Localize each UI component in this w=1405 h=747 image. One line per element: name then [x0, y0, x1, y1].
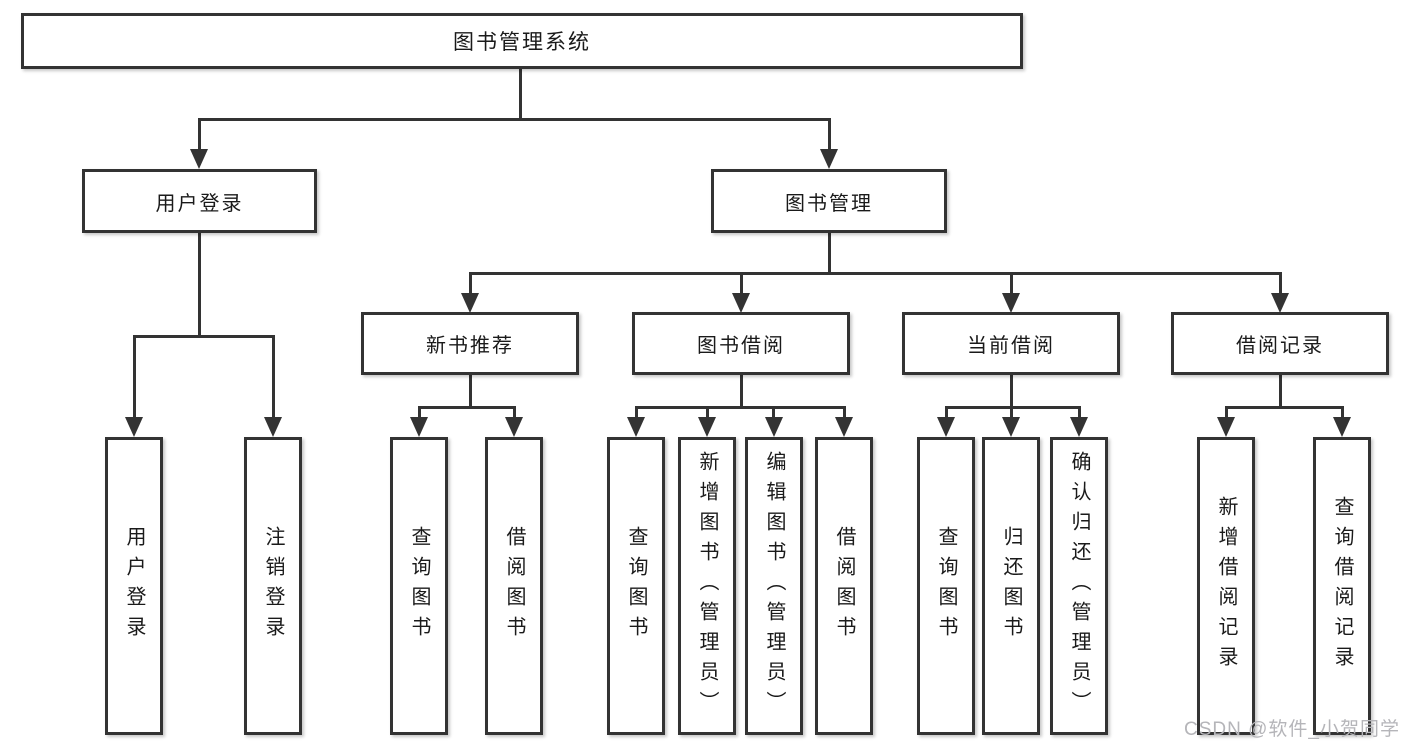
arrowhead-down — [820, 149, 838, 169]
arrowhead-down — [264, 417, 282, 437]
node-book-management: 图书管理 — [711, 169, 947, 233]
connector-leaf-stem — [418, 406, 421, 423]
node-book-borrowing: 图书借阅 — [632, 312, 850, 375]
leaf-return-book: 归还图书 — [982, 437, 1040, 735]
connector-group-rail — [1225, 406, 1343, 409]
connector-level3-stem — [469, 272, 472, 299]
connector-group-down — [1010, 375, 1013, 409]
connector-group-rail — [635, 406, 845, 409]
connector-group-rail — [418, 406, 515, 409]
connector-leaf-stem — [635, 406, 638, 423]
arrowhead-down — [125, 417, 143, 437]
node-user-login: 用户登录 — [82, 169, 317, 233]
connector-book-mgmt-down — [828, 233, 831, 275]
connector-root-stem — [519, 69, 522, 121]
arrowhead-down — [1002, 417, 1020, 437]
leaf-borrow-books-borrowing: 借阅图书 — [815, 437, 873, 735]
leaf-borrow-books-recommend: 借阅图书 — [485, 437, 543, 735]
arrowhead-down — [835, 417, 853, 437]
arrowhead-down — [732, 293, 750, 313]
arrowhead-down — [190, 149, 208, 169]
arrowhead-down — [765, 417, 783, 437]
leaf-query-books-recommend: 查询图书 — [390, 437, 448, 735]
connector-leaf-stem — [1078, 406, 1081, 423]
arrowhead-down — [1271, 293, 1289, 313]
leaf-user-login: 用户登录 — [105, 437, 163, 735]
arrowhead-down — [937, 417, 955, 437]
watermark: CSDN @软件_小贺同学 — [1184, 719, 1400, 740]
connector-book-mgmt-rail — [469, 272, 1281, 275]
connector-level3-stem — [740, 272, 743, 299]
connector-root-rail — [198, 118, 830, 121]
arrowhead-down — [410, 417, 428, 437]
node-new-book-recommend: 新书推荐 — [361, 312, 579, 375]
connector-leaf-stem — [513, 406, 516, 423]
leaf-confirm-return-admin: 确认归还（管理员） — [1050, 437, 1108, 735]
leaf-add-book-admin: 新增图书（管理员） — [678, 437, 736, 735]
connector-leaf-stem — [1341, 406, 1344, 423]
connector-leaf-stem — [1010, 406, 1013, 423]
connector-group-down — [740, 375, 743, 409]
connector-leaf-stem — [945, 406, 948, 423]
node-current-borrowing: 当前借阅 — [902, 312, 1120, 375]
connector-user-login-stem — [198, 118, 201, 155]
connector-user-login-rail — [133, 335, 275, 338]
connector-leaf-stem — [133, 335, 136, 423]
connector-leaf-stem — [272, 335, 275, 423]
connector-leaf-stem — [1225, 406, 1228, 423]
node-library-management-system: 图书管理系统 — [21, 13, 1023, 69]
leaf-edit-book-admin: 编辑图书（管理员） — [745, 437, 803, 735]
connector-level3-stem — [1279, 272, 1282, 299]
connector-group-down — [469, 375, 472, 409]
arrowhead-down — [505, 417, 523, 437]
arrowhead-down — [698, 417, 716, 437]
connector-book-mgmt-stem — [828, 118, 831, 155]
leaf-query-books-borrowing: 查询图书 — [607, 437, 665, 735]
arrowhead-down — [1217, 417, 1235, 437]
arrowhead-down — [1333, 417, 1351, 437]
leaf-logout: 注销登录 — [244, 437, 302, 735]
leaf-query-books-current: 查询图书 — [917, 437, 975, 735]
arrowhead-down — [1070, 417, 1088, 437]
connector-group-down — [1279, 375, 1282, 409]
arrowhead-down — [627, 417, 645, 437]
leaf-query-borrow-record: 查询借阅记录 — [1313, 437, 1371, 735]
connector-level3-stem — [1010, 272, 1013, 299]
arrowhead-down — [461, 293, 479, 313]
node-borrow-records: 借阅记录 — [1171, 312, 1389, 375]
arrowhead-down — [1002, 293, 1020, 313]
leaf-add-borrow-record: 新增借阅记录 — [1197, 437, 1255, 735]
connector-leaf-stem — [843, 406, 846, 423]
connector-leaf-stem — [706, 406, 709, 423]
connector-user-login-down — [198, 233, 201, 338]
connector-leaf-stem — [772, 406, 775, 423]
